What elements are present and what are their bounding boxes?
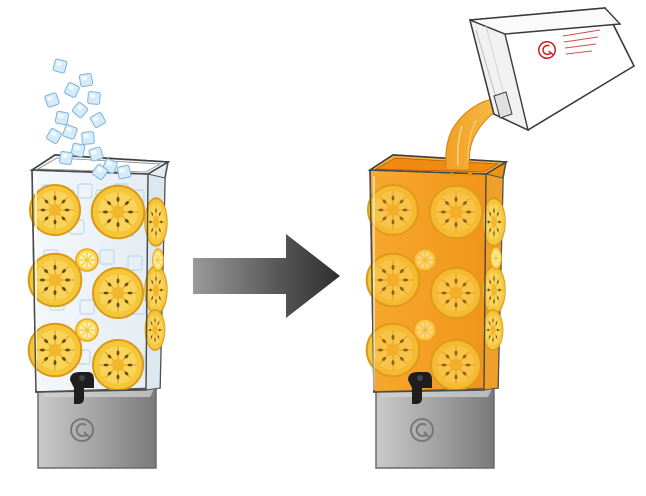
pineapple-slice-icon <box>92 339 144 391</box>
spigot-icon <box>70 372 94 404</box>
pineapple-slice-icon <box>92 267 144 319</box>
pineapple-slice-icon <box>29 184 81 236</box>
dispenser-left <box>27 58 171 469</box>
ice-cube-icon <box>58 150 74 166</box>
dispenser-right <box>365 7 636 469</box>
pineapple-slice-icon <box>90 184 146 240</box>
pineapple-slice-icon <box>482 309 504 351</box>
ice-cube-icon <box>89 111 107 129</box>
lemon-slice-icon <box>489 246 503 270</box>
ice-cube-icon <box>80 130 96 146</box>
lemon-slice-icon <box>151 248 165 272</box>
lemon-slice-icon <box>75 318 99 342</box>
juice-carton <box>468 7 636 132</box>
ice-cube-icon <box>54 110 70 126</box>
juice-pour-stream <box>445 97 507 176</box>
pineapple-slice-icon <box>143 265 169 315</box>
spigot-icon <box>408 372 432 404</box>
ice-cube-icon <box>86 90 102 106</box>
ice-cube-icon <box>45 127 63 145</box>
ice-cube-icon <box>71 101 89 119</box>
arrow-right-icon <box>193 234 340 318</box>
ice-cube-icon <box>61 123 79 141</box>
pineapple-slice-icon <box>144 309 166 351</box>
carton-label-lines <box>562 29 601 55</box>
ice-cube-icon <box>63 81 81 99</box>
ice-cube-icon <box>70 142 86 158</box>
pineapple-slice-icon <box>481 265 507 315</box>
ice-cube-icon <box>78 72 94 88</box>
ice-cube-icon <box>116 164 132 180</box>
ice-cube-icon <box>43 91 61 109</box>
ice-cube-icon <box>52 58 68 74</box>
lemon-slice-icon <box>75 248 99 272</box>
